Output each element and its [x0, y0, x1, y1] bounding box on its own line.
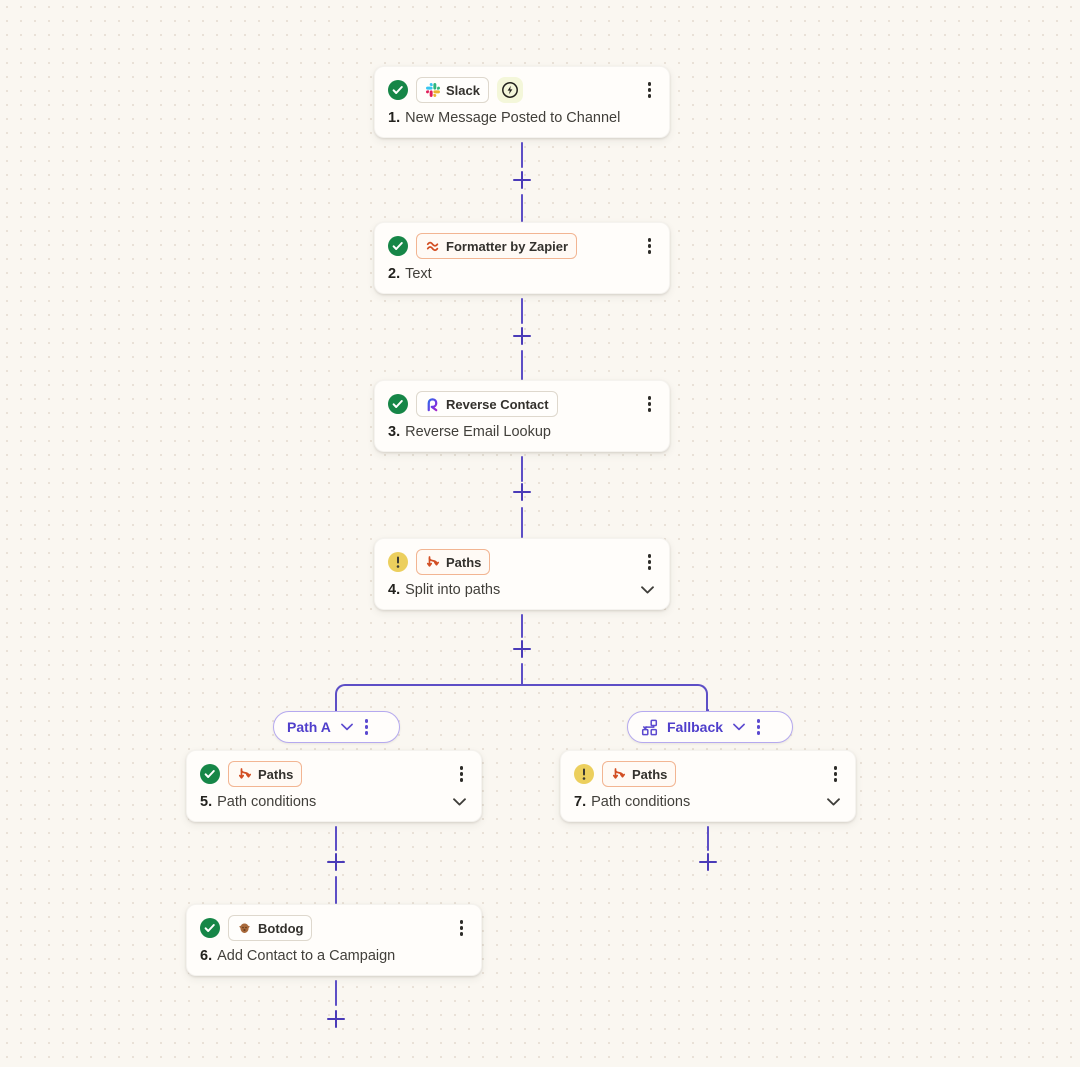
kebab-menu-icon[interactable]: [643, 550, 656, 573]
connector-line: [521, 507, 523, 538]
status-success-icon: [388, 236, 408, 256]
connector-line: [707, 826, 709, 851]
app-chip-label: Paths: [446, 554, 482, 570]
step-number: 2.: [388, 266, 401, 282]
app-chip-paths: Paths: [228, 761, 303, 787]
kebab-menu-icon[interactable]: [643, 392, 656, 415]
connector-line: [521, 298, 523, 324]
kebab-menu-icon[interactable]: [643, 78, 656, 101]
app-chip-label: Slack: [446, 82, 480, 98]
botdog-logo-icon: [237, 921, 252, 936]
chevron-down-icon[interactable]: [825, 796, 842, 808]
step-number: 7.: [574, 794, 587, 810]
app-chip-label: Reverse Contact: [446, 396, 549, 412]
add-step-button[interactable]: [699, 853, 717, 871]
step-number: 3.: [388, 424, 401, 440]
connector-line: [521, 663, 523, 685]
paths-logo-icon: [611, 767, 626, 782]
fallback-icon: [641, 719, 658, 736]
add-step-button[interactable]: [513, 171, 531, 189]
instant-trigger-icon: [496, 77, 523, 103]
connector-line: [521, 614, 523, 638]
step-card-2[interactable]: Formatter by Zapier 2. Text: [374, 222, 670, 294]
connector-line: [335, 826, 337, 851]
add-step-button[interactable]: [327, 1010, 345, 1028]
step-card-6[interactable]: Botdog 6. Add Contact to a Campaign: [186, 904, 482, 976]
app-chip-paths: Paths: [416, 549, 491, 575]
step-card-1[interactable]: Slack 1. New Message Posted to Channel: [374, 66, 670, 138]
step-number: 6.: [200, 948, 213, 964]
app-chip-reverse-contact: Reverse Contact: [416, 391, 558, 417]
step-title: Split into paths: [405, 582, 501, 598]
app-chip-paths: Paths: [602, 761, 677, 787]
kebab-menu-icon[interactable]: [755, 716, 762, 737]
branch-label: Fallback: [667, 719, 724, 735]
status-success-icon: [388, 80, 408, 100]
step-number: 1.: [388, 110, 401, 126]
app-chip-botdog: Botdog: [228, 915, 313, 941]
step-title: Path conditions: [591, 794, 691, 810]
status-success-icon: [388, 394, 408, 414]
step-title: Reverse Email Lookup: [405, 424, 551, 440]
connector-line: [521, 194, 523, 222]
add-step-button[interactable]: [513, 640, 531, 658]
connector-line: [521, 456, 523, 482]
kebab-menu-icon[interactable]: [829, 762, 842, 785]
slack-logo-icon: [425, 83, 440, 98]
chevron-down-icon[interactable]: [639, 584, 656, 596]
formatter-logo-icon: [425, 239, 440, 254]
kebab-menu-icon[interactable]: [363, 716, 370, 737]
branch-split-line: [335, 684, 708, 711]
branch-pill-path-a[interactable]: Path A: [273, 711, 400, 743]
status-success-icon: [200, 918, 220, 938]
status-warning-icon: [574, 764, 594, 784]
step-title: Path conditions: [217, 794, 317, 810]
step-card-7[interactable]: Paths 7. Path conditions: [560, 750, 856, 822]
app-chip-slack: Slack: [416, 77, 489, 103]
step-number: 4.: [388, 582, 401, 598]
kebab-menu-icon[interactable]: [455, 916, 468, 939]
step-card-5[interactable]: Paths 5. Path conditions: [186, 750, 482, 822]
branch-label: Path A: [287, 719, 331, 735]
kebab-menu-icon[interactable]: [455, 762, 468, 785]
connector-line: [521, 350, 523, 380]
reverse-contact-logo-icon: [425, 397, 440, 412]
chevron-down-icon[interactable]: [451, 796, 468, 808]
app-chip-label: Paths: [632, 766, 668, 782]
chevron-down-icon[interactable]: [340, 722, 354, 732]
add-step-button[interactable]: [327, 853, 345, 871]
add-step-button[interactable]: [513, 327, 531, 345]
kebab-menu-icon[interactable]: [643, 234, 656, 257]
paths-logo-icon: [425, 555, 440, 570]
step-card-4[interactable]: Paths 4. Split into paths: [374, 538, 670, 610]
app-chip-label: Formatter by Zapier: [446, 238, 569, 254]
app-chip-label: Botdog: [258, 920, 304, 936]
status-success-icon: [200, 764, 220, 784]
step-title: Add Contact to a Campaign: [217, 948, 396, 964]
connector-line: [335, 876, 337, 904]
paths-logo-icon: [237, 767, 252, 782]
status-warning-icon: [388, 552, 408, 572]
app-chip-label: Paths: [258, 766, 294, 782]
branch-pill-fallback[interactable]: Fallback: [627, 711, 793, 743]
step-title: New Message Posted to Channel: [405, 110, 621, 126]
app-chip-formatter: Formatter by Zapier: [416, 233, 578, 259]
connector-line: [521, 142, 523, 168]
chevron-down-icon[interactable]: [732, 722, 746, 732]
add-step-button[interactable]: [513, 483, 531, 501]
connector-line: [335, 980, 337, 1006]
step-number: 5.: [200, 794, 213, 810]
step-card-3[interactable]: Reverse Contact 3. Reverse Email Lookup: [374, 380, 670, 452]
step-title: Text: [405, 266, 432, 282]
